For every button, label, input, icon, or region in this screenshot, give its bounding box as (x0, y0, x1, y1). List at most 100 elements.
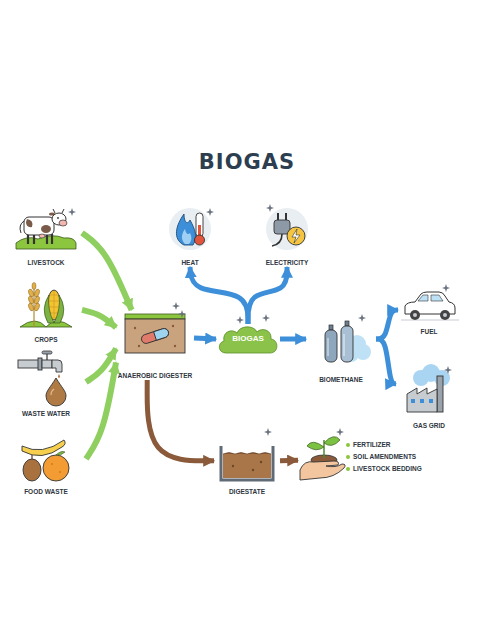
waste-water-icon (52, 360, 62, 372)
biomethane-icon (325, 330, 337, 362)
cloud-outline (219, 327, 277, 353)
node-label: BIOGAS (232, 335, 264, 343)
car-icon (410, 310, 420, 320)
node-label: LIVESTOCK BEDDING (346, 465, 422, 473)
sparkle-marks (178, 310, 186, 318)
node-label: FOOD WASTE (24, 488, 68, 496)
digester-icon (125, 319, 185, 353)
waste-water-icon (51, 389, 54, 395)
stage-node: ANAEROBIC DIGESTER (116, 310, 194, 380)
sparkle-marks (336, 428, 344, 436)
node-label: DIGESTATE (229, 488, 265, 496)
biomethane-icon (327, 338, 328, 356)
crops-icon (28, 302, 35, 311)
electricity-icon (292, 229, 300, 243)
waste-water-icon (42, 360, 52, 368)
waste-water-icon (46, 378, 66, 406)
sparkle-marks (172, 302, 180, 310)
livestock-icon (41, 225, 51, 233)
gas-grid-icon (407, 364, 450, 412)
hand-plant-icon (300, 461, 345, 480)
car-icon (443, 313, 447, 317)
electricity-icon (266, 208, 308, 250)
livestock-icon (57, 217, 59, 219)
stage-node: FUEL (398, 284, 460, 336)
digestate-icon (232, 465, 234, 467)
digestate-icon (223, 453, 271, 455)
hand-plant-icon (324, 437, 340, 446)
product-cloud: BIOGAS (216, 324, 280, 354)
flow-arrow (376, 339, 396, 384)
flow-arrow (82, 310, 116, 328)
flow-arrow (147, 380, 214, 461)
digester-icon (172, 325, 174, 327)
livestock-icon (26, 219, 32, 227)
heat-icon (196, 213, 203, 237)
digester-icon (140, 327, 169, 344)
livestock-icon (20, 221, 24, 233)
digestate-icon (260, 461, 262, 463)
diagram-title: BIOGAS (0, 150, 494, 174)
car-icon (401, 292, 459, 320)
flow-arrow (280, 458, 298, 464)
digester-icon (154, 327, 170, 340)
livestock-icon (59, 220, 67, 226)
crops-icon (54, 295, 64, 323)
food-waste-icon (43, 455, 69, 481)
car-icon (413, 313, 417, 317)
crops-icon (32, 283, 36, 290)
waste-water-icon (18, 360, 40, 368)
stage-node: GAS GRID (396, 364, 462, 430)
sparkle-marks (68, 208, 76, 216)
sparkle-marks (442, 284, 450, 292)
node-label: ELECTRICITY (266, 259, 309, 267)
crops-icon (33, 287, 34, 327)
flow-arrow (190, 267, 248, 324)
flow-arrow (280, 337, 306, 342)
node-label: CROPS (34, 336, 57, 344)
crops-icon (34, 302, 41, 311)
livestock-icon (27, 234, 29, 244)
stage-node: HEAT (162, 203, 218, 267)
livestock-icon (16, 209, 76, 249)
food-waste-icon (31, 455, 32, 459)
node-label: WASTE WATER (22, 410, 70, 418)
food-waste-icon (59, 471, 61, 473)
biomethane-icon (341, 326, 353, 362)
flow-arrow (248, 267, 287, 324)
car-icon (440, 310, 450, 320)
electricity-icon (266, 208, 308, 250)
electricity-icon (287, 227, 305, 245)
heat-icon (169, 208, 211, 250)
sparkle-marks (206, 208, 214, 216)
gas-grid-icon (429, 399, 433, 403)
node-label: HEAT (181, 259, 198, 267)
node-label: ANAEROBIC DIGESTER (118, 372, 192, 380)
waste-water-icon (18, 351, 66, 406)
heat-icon (182, 229, 191, 244)
food-waste-icon (23, 459, 41, 481)
node-label: FUEL (421, 328, 438, 336)
sparkle-marks (358, 314, 366, 322)
livestock-icon (39, 234, 45, 238)
crops-icon (20, 321, 72, 327)
food-waste-icon (56, 451, 65, 455)
livestock-icon (51, 234, 53, 244)
waste-water-icon (42, 351, 52, 354)
car-icon (418, 295, 428, 301)
waste-water-icon (58, 374, 60, 378)
sparkle-marks (264, 428, 272, 436)
digester-icon (134, 327, 136, 329)
digestate-icon (223, 454, 271, 478)
biomethane-icon (345, 321, 349, 326)
car-icon (431, 295, 443, 301)
livestock-icon (24, 217, 54, 235)
digester-icon (125, 314, 185, 353)
sparkle-marks (68, 204, 452, 436)
sparkle-marks (236, 316, 244, 324)
hand-plant-icon (300, 437, 345, 480)
gas-grid-icon (407, 388, 437, 412)
heat-icon (169, 208, 211, 250)
